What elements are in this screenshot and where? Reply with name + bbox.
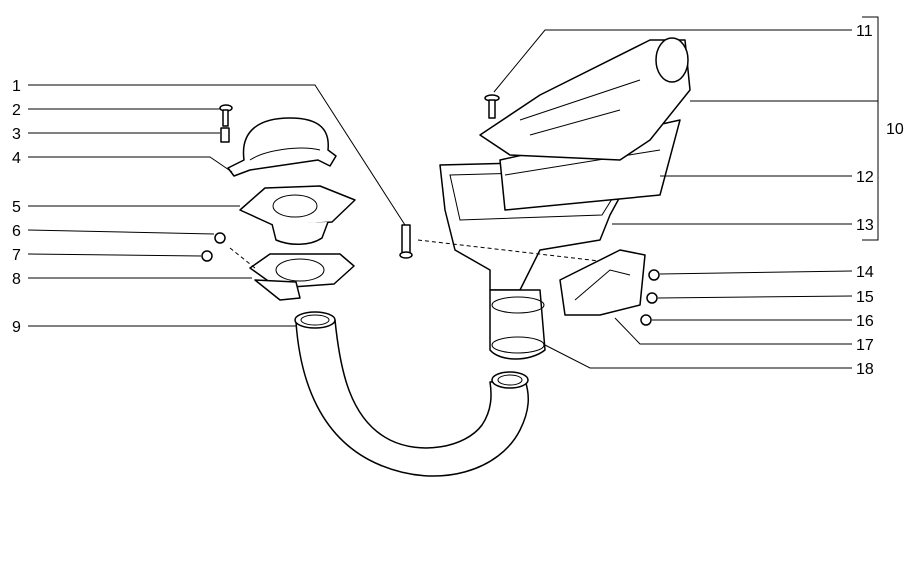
callout-12: 12 [856, 169, 874, 186]
part-screw [219, 104, 233, 143]
part-flange [239, 185, 356, 245]
part-nuts-left [201, 232, 226, 262]
part-stud [399, 224, 413, 259]
part-nuts-right [640, 269, 660, 326]
callout-17: 17 [856, 337, 874, 354]
callout-2: 2 [12, 102, 21, 119]
callout-8: 8 [12, 271, 21, 288]
assembly-path [229, 247, 256, 269]
callout-15: 15 [856, 289, 874, 306]
part-bracket-plate [249, 253, 355, 301]
callout-18: 18 [856, 361, 874, 378]
part-bolt [484, 94, 500, 119]
part-cover [227, 117, 337, 177]
callout-5: 5 [12, 199, 21, 216]
callout-10: 10 [886, 121, 904, 138]
callout-7: 7 [12, 247, 21, 264]
callout-9: 9 [12, 319, 21, 336]
callout-13: 13 [856, 217, 874, 234]
callout-4: 4 [12, 150, 21, 167]
part-bracket-right [559, 249, 646, 316]
callout-3: 3 [12, 126, 21, 143]
part-airbox-cover [479, 37, 691, 161]
part-hose [294, 311, 530, 477]
callout-14: 14 [856, 264, 874, 281]
callout-16: 16 [856, 313, 874, 330]
assembly-path [417, 239, 609, 263]
callout-11: 11 [856, 23, 873, 40]
callout-6: 6 [12, 223, 21, 240]
callout-1: 1 [12, 78, 21, 95]
leader-lines [27, 16, 879, 369]
